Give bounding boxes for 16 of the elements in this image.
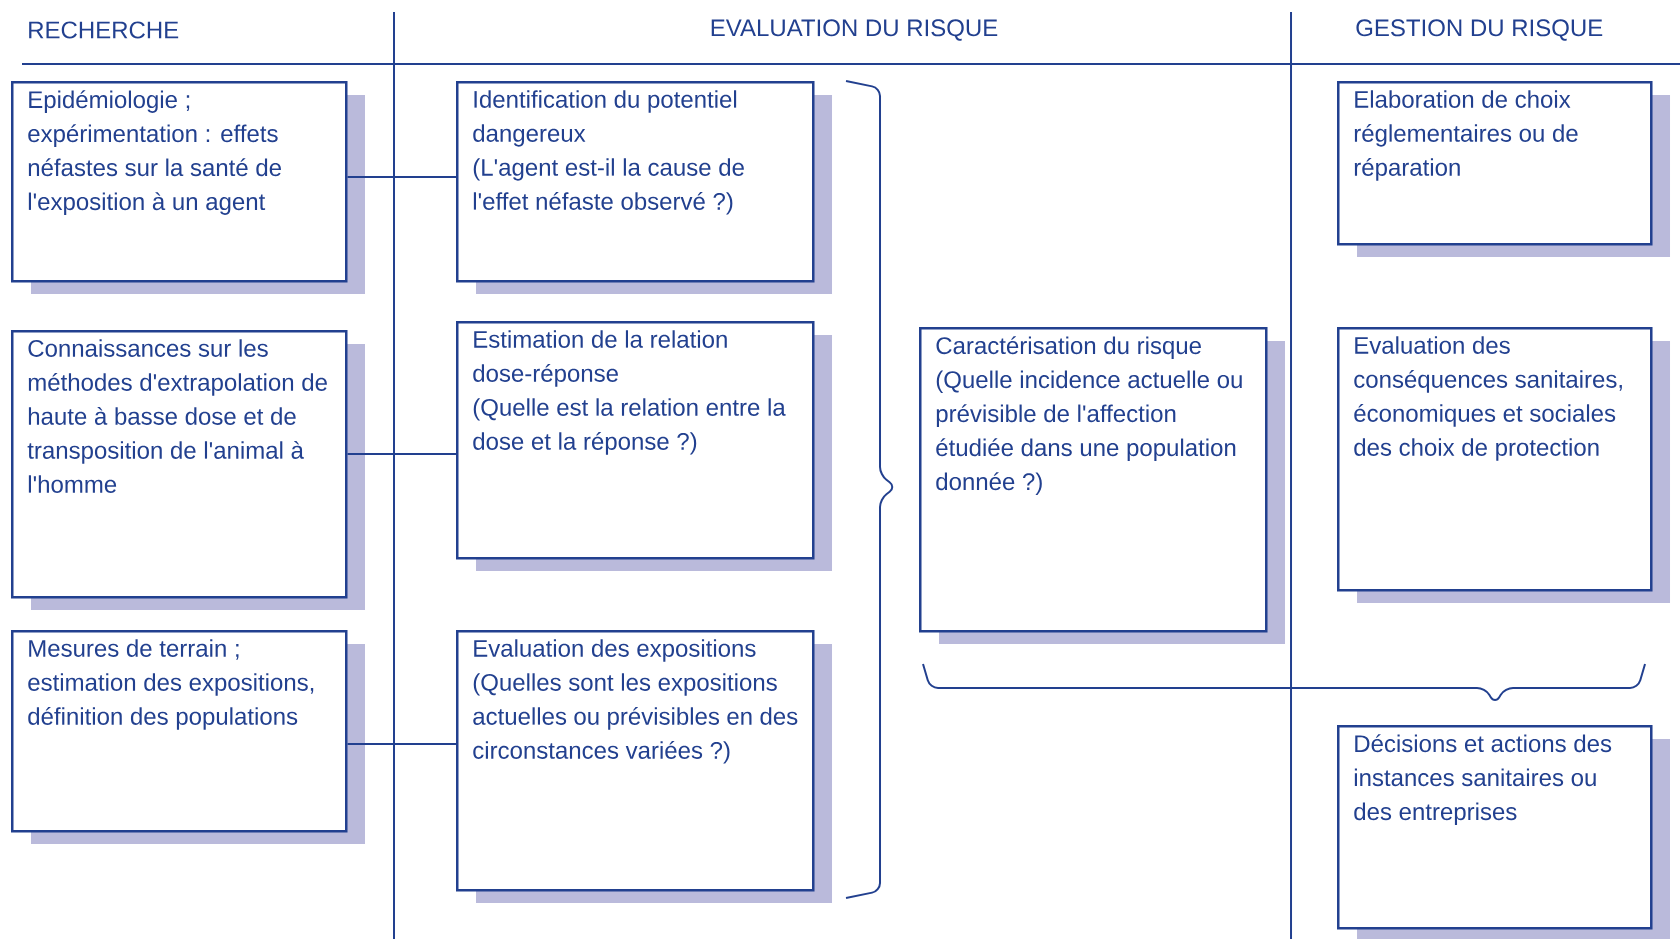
connector-line [346,176,457,178]
text-box: Caractérisation du risque (Quelle incidence actuelle ou prévisible de l'affection étudiée dans une population donnée ?) [919,327,1285,644]
column-heading: GESTION DU RISQUE [1356,19,1603,41]
text-box: Identification du potentiel dangereux (L'agent est-il la cause de l'effet néfaste observé ?) [456,81,832,294]
text-box: Evaluation des expositions (Quelles sont les expositions actuelles ou prévisibles en des circonstances variées ?) [456,630,832,903]
text-box: Connaissances sur les méthodes d'extrapolation de haute à basse dose et de transposition de l'animal à l'homme [11,330,365,610]
column-heading: EVALUATION DU RISQUE [711,19,998,41]
column-heading: RECHERCHE [29,21,179,39]
connector-line [346,453,457,455]
text-box: Evaluation des conséquences sanitaires, économiques et sociales des choix de protection [1337,327,1670,603]
text-box: Epidémiologie ; expérimentation : effets néfastes sur la santé de l'exposition à un agent [11,81,365,294]
text-box: Mesures de terrain ; estimation des expositions, définition des populations [11,630,365,844]
text-box: Estimation de la relation dose-réponse (Quelle est la relation entre la dose et la réponse ?) [456,321,832,571]
connector-line [346,743,457,745]
text-box: Elaboration de choix réglementaires ou de réparation [1337,81,1670,257]
text-box: Décisions et actions des instances sanitaires ou des entreprises [1337,725,1670,939]
